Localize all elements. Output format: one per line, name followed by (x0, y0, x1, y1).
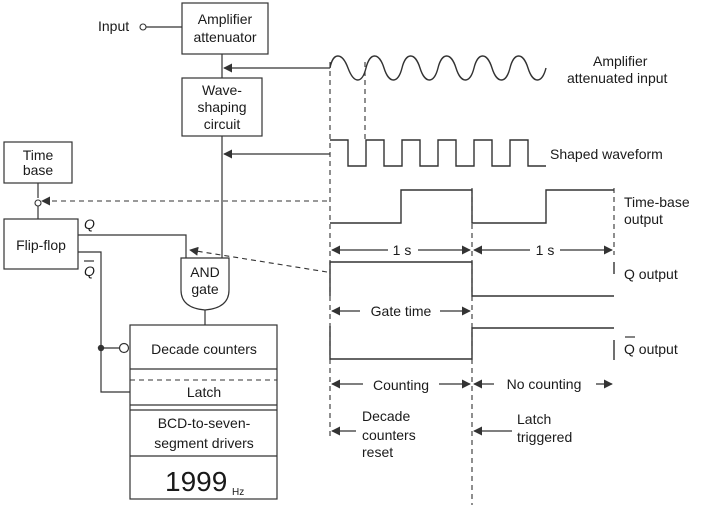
q-output-label: Q output (624, 266, 678, 282)
input-terminal (139, 23, 147, 31)
flipflop-label: Flip-flop (16, 237, 66, 253)
qbar-label: Q (84, 263, 95, 279)
and-gate-label-line1: AND (190, 264, 220, 280)
display-unit: Hz (232, 487, 244, 498)
latch-label: Latch (187, 384, 221, 400)
period-2-label-bg (530, 240, 560, 258)
timebase-output-waveform (330, 189, 614, 224)
waveshaping-label-line1: Wave- (202, 82, 242, 98)
and-gate-label-line2: gate (191, 281, 218, 297)
amp-input-label-line2: attenuated input (567, 70, 668, 86)
input-label: Input (98, 18, 129, 34)
timebase-output-label-line2: output (624, 211, 663, 227)
counter-reset-bubble (118, 342, 130, 354)
timebase-label-line2: base (23, 162, 54, 178)
no-counting-label: No counting (507, 376, 582, 392)
counting-label-bg (363, 374, 439, 392)
flipflop-clock-terminal (34, 199, 42, 207)
shaped-waveform (330, 139, 546, 167)
gate-time-label-bg (360, 301, 440, 319)
q-label: Q (84, 216, 95, 232)
qbar-output-label: Q output (624, 341, 678, 357)
bcd-label-line2: segment drivers (154, 435, 254, 451)
no-counting-label-bg (494, 374, 596, 392)
amplifier-label-line2: attenuator (193, 29, 256, 45)
period-1-label-bg (388, 240, 418, 258)
reset-note-line2: counters (362, 427, 416, 443)
latch-note-line2: triggered (517, 429, 572, 445)
q-to-and-wire (78, 234, 187, 258)
shaped-waveform-label: Shaped waveform (550, 146, 663, 162)
waveshaping-label-line3: circuit (204, 116, 241, 132)
latch-note-line1: Latch (517, 411, 551, 427)
amp-input-label-line1: Amplifier (593, 53, 648, 69)
display-value: 1999 (165, 466, 227, 497)
timebase-output-label-line1: Time-base (624, 194, 690, 210)
q-output-waveform (329, 261, 614, 297)
reset-note-line3: reset (362, 444, 393, 460)
counter-stack (129, 324, 278, 500)
flip-flop-block (3, 218, 79, 270)
gate-time-label: Gate time (371, 303, 432, 319)
amplifier-attenuator-block (181, 2, 269, 55)
bcd-label-line1: BCD-to-seven- (158, 415, 251, 431)
wave-shaping-circuit-block (181, 77, 263, 137)
reset-note-line1: Decade (362, 408, 410, 424)
amplifier-input-waveform (329, 55, 547, 81)
qbar-output-waveform (329, 326, 614, 360)
qbar-to-latch-wire (78, 251, 130, 393)
counting-label: Counting (373, 377, 429, 393)
and-gate (180, 257, 230, 311)
period-1-label: 1 s (393, 242, 412, 258)
period-2-label: 1 s (536, 242, 555, 258)
decade-counters-label: Decade counters (151, 341, 257, 357)
waveshaping-label-line2: shaping (197, 99, 246, 115)
timebase-label-line1: Time (23, 147, 54, 163)
time-base-block (3, 141, 73, 184)
amplifier-label-line1: Amplifier (198, 11, 253, 27)
